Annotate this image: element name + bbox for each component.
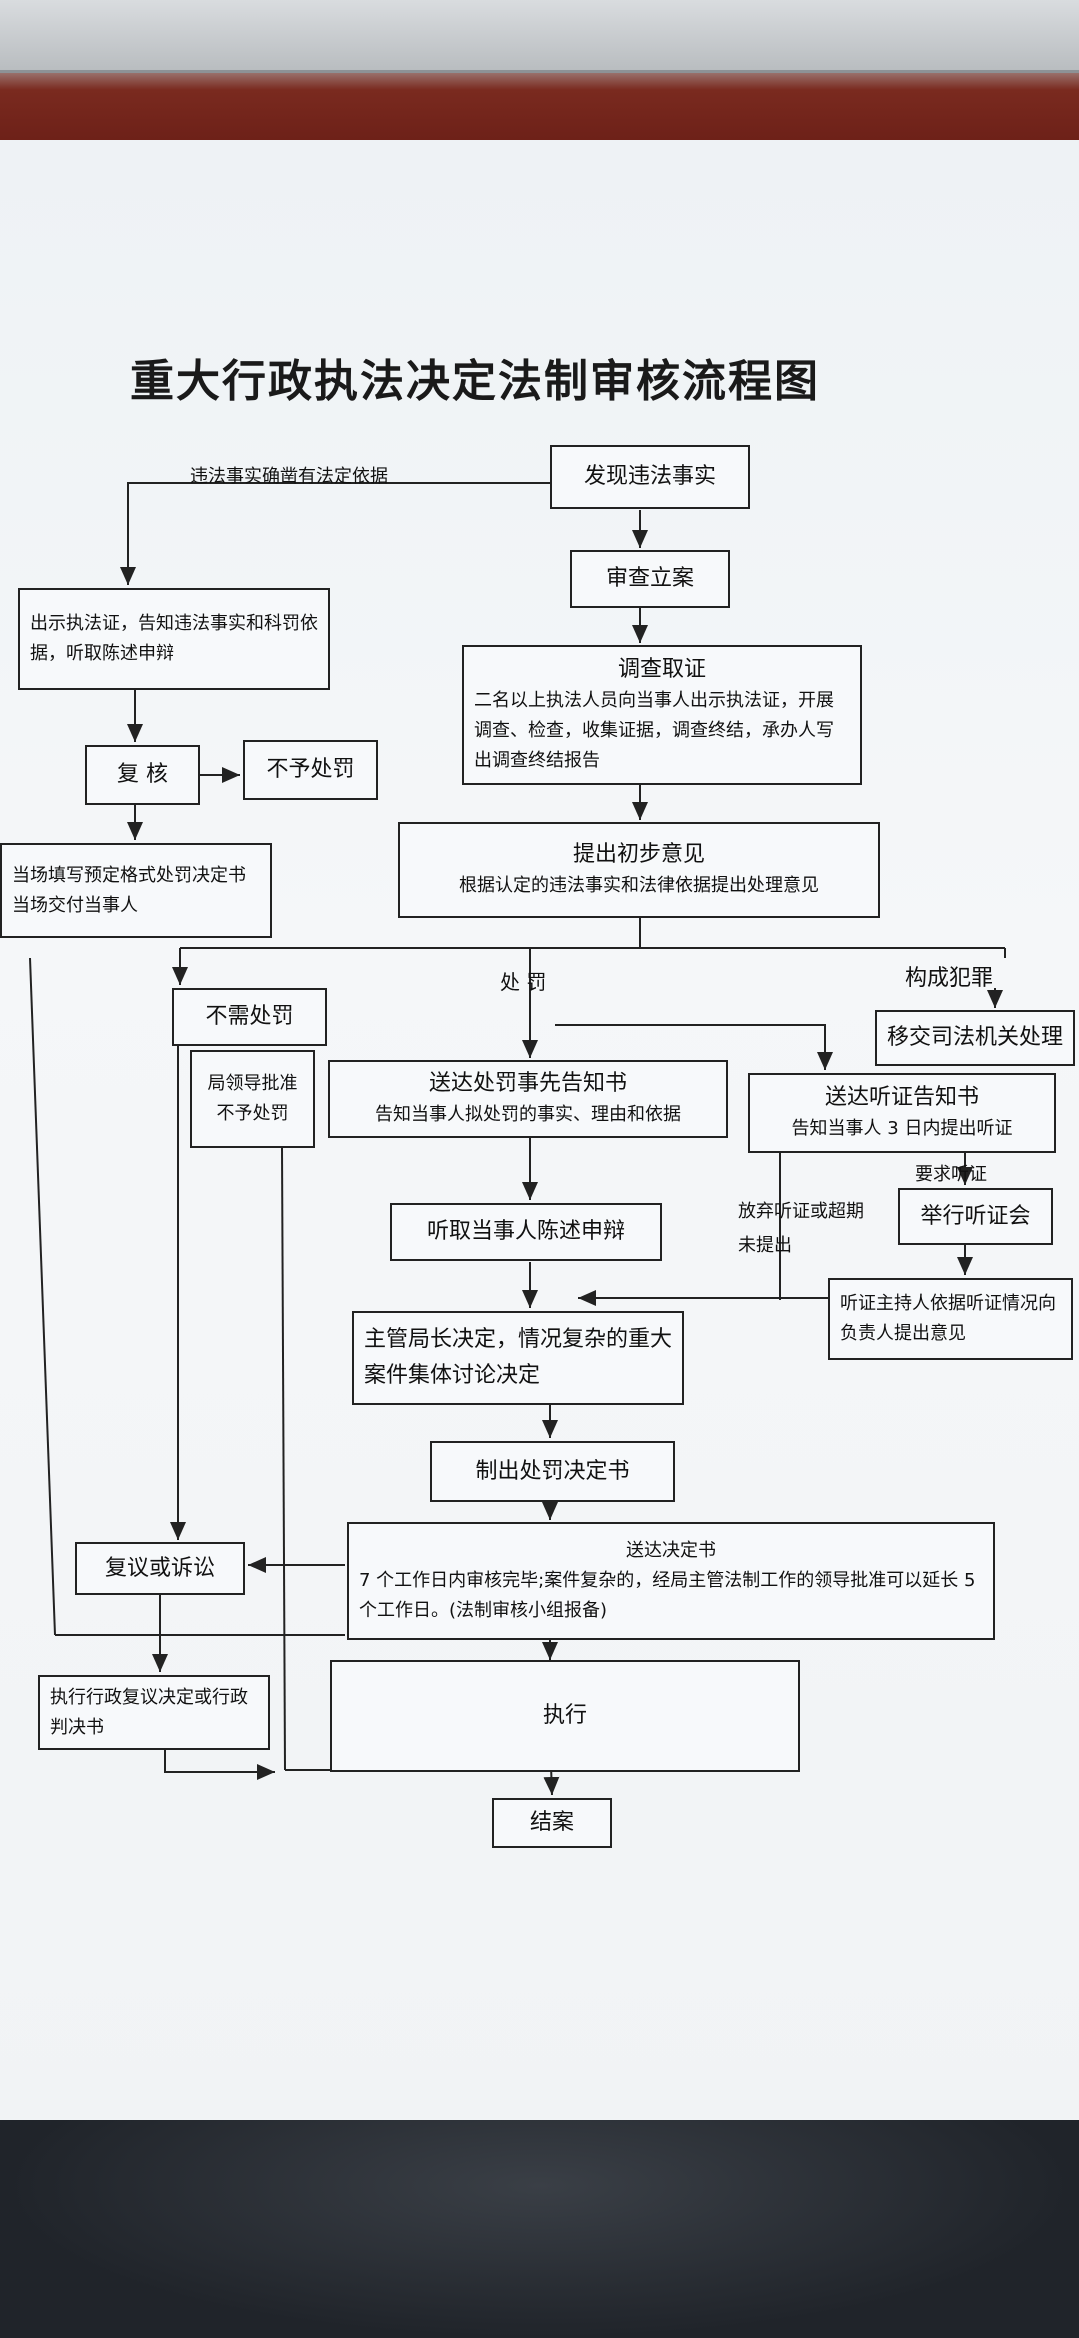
node-show-cert: 出示执法证，告知违法事实和科罚依据，听取陈述申辩 <box>18 588 330 690</box>
node-notice: 送达处罚事先告知书 告知当事人拟处罚的事实、理由和依据 <box>328 1060 728 1138</box>
node-execute: 执行 <box>330 1660 800 1772</box>
label-punish: 处 罚 <box>500 970 547 994</box>
node-no-need: 不需处罚 <box>172 988 327 1046</box>
node-make-decision: 制出处罚决定书 <box>430 1441 675 1502</box>
node-director: 主管局长决定，情况复杂的重大案件集体讨论决定 <box>352 1311 684 1405</box>
node-recheck: 复 核 <box>85 745 200 805</box>
node-listen: 听取当事人陈述申辩 <box>390 1203 662 1261</box>
node-hold-hearing: 举行听证会 <box>898 1188 1053 1245</box>
node-leader-approve: 局领导批准不予处罚 <box>190 1050 315 1148</box>
node-deliver: 送达决定书 7 个工作日内审核完毕;案件复杂的，经局主管法制工作的领导批准可以延… <box>347 1522 995 1640</box>
node-discover: 发现违法事实 <box>550 445 750 509</box>
node-hearing-notice: 送达听证告知书 告知当事人 3 日内提出听证 <box>748 1073 1056 1153</box>
node-initial-opinion: 提出初步意见 根据认定的违法事实和法律依据提出处理意见 <box>398 822 880 918</box>
node-exec-judgment: 执行行政复议决定或行政判决书 <box>38 1675 270 1750</box>
label-fact-clear: 违法事实确凿有法定依据 <box>190 466 388 487</box>
node-no-punish: 不予处罚 <box>243 740 378 800</box>
node-investigate: 调查取证 二名以上执法人员向当事人出示执法证，开展调查、检查，收集证据，调查终结… <box>462 645 862 785</box>
label-request-hearing: 要求听证 <box>915 1164 987 1185</box>
node-review-case: 审查立案 <box>570 550 730 608</box>
node-transfer: 移交司法机关处理 <box>875 1010 1075 1066</box>
foreground-shadow <box>0 2120 1079 2338</box>
node-host-opinion: 听证主持人依据听证情况向负责人提出意见 <box>828 1278 1073 1360</box>
node-appeal: 复议或诉讼 <box>75 1542 245 1595</box>
label-crime: 构成犯罪 <box>905 966 994 991</box>
node-onsite: 当场填写预定格式处罚决定书当场交付当事人 <box>0 843 272 938</box>
node-close: 结案 <box>492 1798 612 1848</box>
laptop-edge <box>0 0 1079 73</box>
label-abandon: 放弃听证或超期未提出 <box>738 1201 864 1256</box>
diagram-title: 重大行政执法决定法制审核流程图 <box>130 356 820 407</box>
